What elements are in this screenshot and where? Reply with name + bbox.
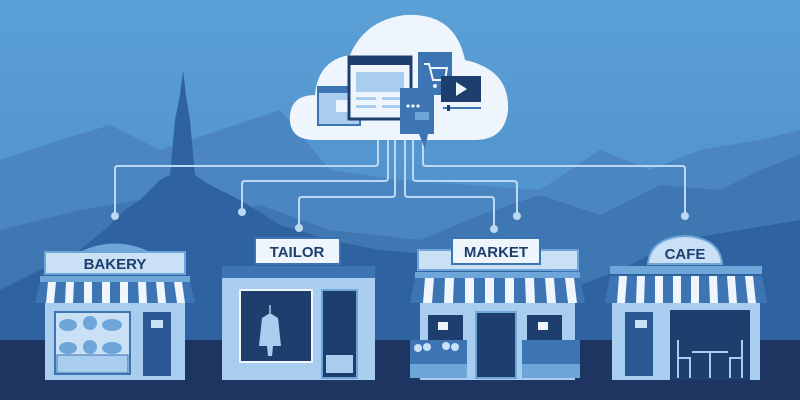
store-sign-bakery: BAKERY	[84, 256, 147, 273]
produce-crate-icon	[410, 315, 580, 378]
awning-cafe	[605, 276, 767, 303]
cafe-table-icon	[677, 340, 743, 378]
connector-dots	[111, 208, 689, 233]
market-door	[475, 311, 517, 379]
awning-bakery	[35, 282, 195, 303]
cloud	[289, 14, 509, 149]
store-sign-tailor: TAILOR	[270, 244, 325, 261]
store-bakery: BAKERY	[35, 243, 195, 380]
store-tailor: TAILOR	[222, 237, 375, 380]
store-market: MARKET	[410, 237, 585, 380]
video-player-icon	[441, 76, 481, 111]
store-sign-cafe: CAFE	[665, 246, 706, 263]
awning-market	[410, 278, 585, 303]
store-cafe: CAFE	[605, 234, 767, 380]
chat-bubble-icon	[400, 88, 434, 149]
town-hill-silhouette	[0, 70, 800, 400]
bread-icon	[56, 316, 129, 374]
network-connectors	[114, 140, 686, 227]
coat-on-hanger-icon	[259, 305, 281, 356]
store-sign-market: MARKET	[464, 244, 528, 261]
